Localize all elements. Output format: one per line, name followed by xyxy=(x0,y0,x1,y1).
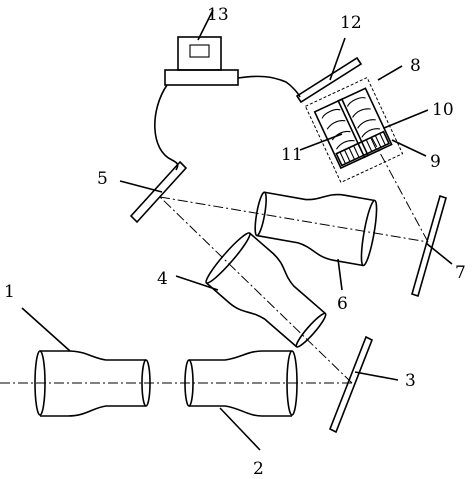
lens-tube-4 xyxy=(201,229,337,359)
label-8: 8 xyxy=(410,56,421,76)
leader-10 xyxy=(383,109,429,129)
leader-13 xyxy=(197,9,214,41)
part-labels: 1 2 3 4 5 6 7 8 9 10 11 12 13 xyxy=(4,5,466,479)
lens-tube-1 xyxy=(34,350,151,417)
leader-4 xyxy=(175,275,219,291)
leader-12 xyxy=(329,37,346,81)
mirror-12 xyxy=(295,56,363,104)
label-5: 5 xyxy=(97,169,108,189)
mirror-7 xyxy=(411,194,447,298)
label-6: 6 xyxy=(337,294,348,314)
leader-3 xyxy=(354,371,399,381)
cables xyxy=(154,75,301,171)
label-9: 9 xyxy=(430,152,441,172)
label-2: 2 xyxy=(253,459,264,479)
monitor-screen xyxy=(189,44,210,58)
computer-13 xyxy=(164,36,239,86)
leader-5 xyxy=(119,180,163,193)
leader-lines xyxy=(21,9,453,451)
monitor-icon xyxy=(177,36,222,71)
mirror-3 xyxy=(328,335,374,434)
cable-computer-to-12 xyxy=(237,75,301,98)
leader-6 xyxy=(337,258,343,291)
axis-3-to-5 xyxy=(159,196,353,384)
label-3: 3 xyxy=(405,371,416,391)
leader-7 xyxy=(425,242,453,265)
leader-9 xyxy=(391,139,427,157)
computer-base xyxy=(164,69,239,86)
axis-7-to-8 xyxy=(371,137,429,243)
label-7: 7 xyxy=(455,263,466,283)
label-4: 4 xyxy=(157,269,168,289)
label-13: 13 xyxy=(207,5,229,25)
mirror-5 xyxy=(129,160,188,224)
leader-1 xyxy=(21,307,71,352)
optical-axes xyxy=(0,137,429,384)
leader-11 xyxy=(299,133,343,151)
lens-tube-2 xyxy=(184,350,298,417)
label-12: 12 xyxy=(340,13,362,33)
axis-5-to-7 xyxy=(159,196,429,243)
leader-8 xyxy=(377,65,403,81)
leader-2 xyxy=(219,407,261,451)
cable-computer-to-5 xyxy=(154,84,179,171)
label-11: 11 xyxy=(281,145,303,165)
label-10: 10 xyxy=(432,100,454,120)
label-1: 1 xyxy=(4,282,15,302)
